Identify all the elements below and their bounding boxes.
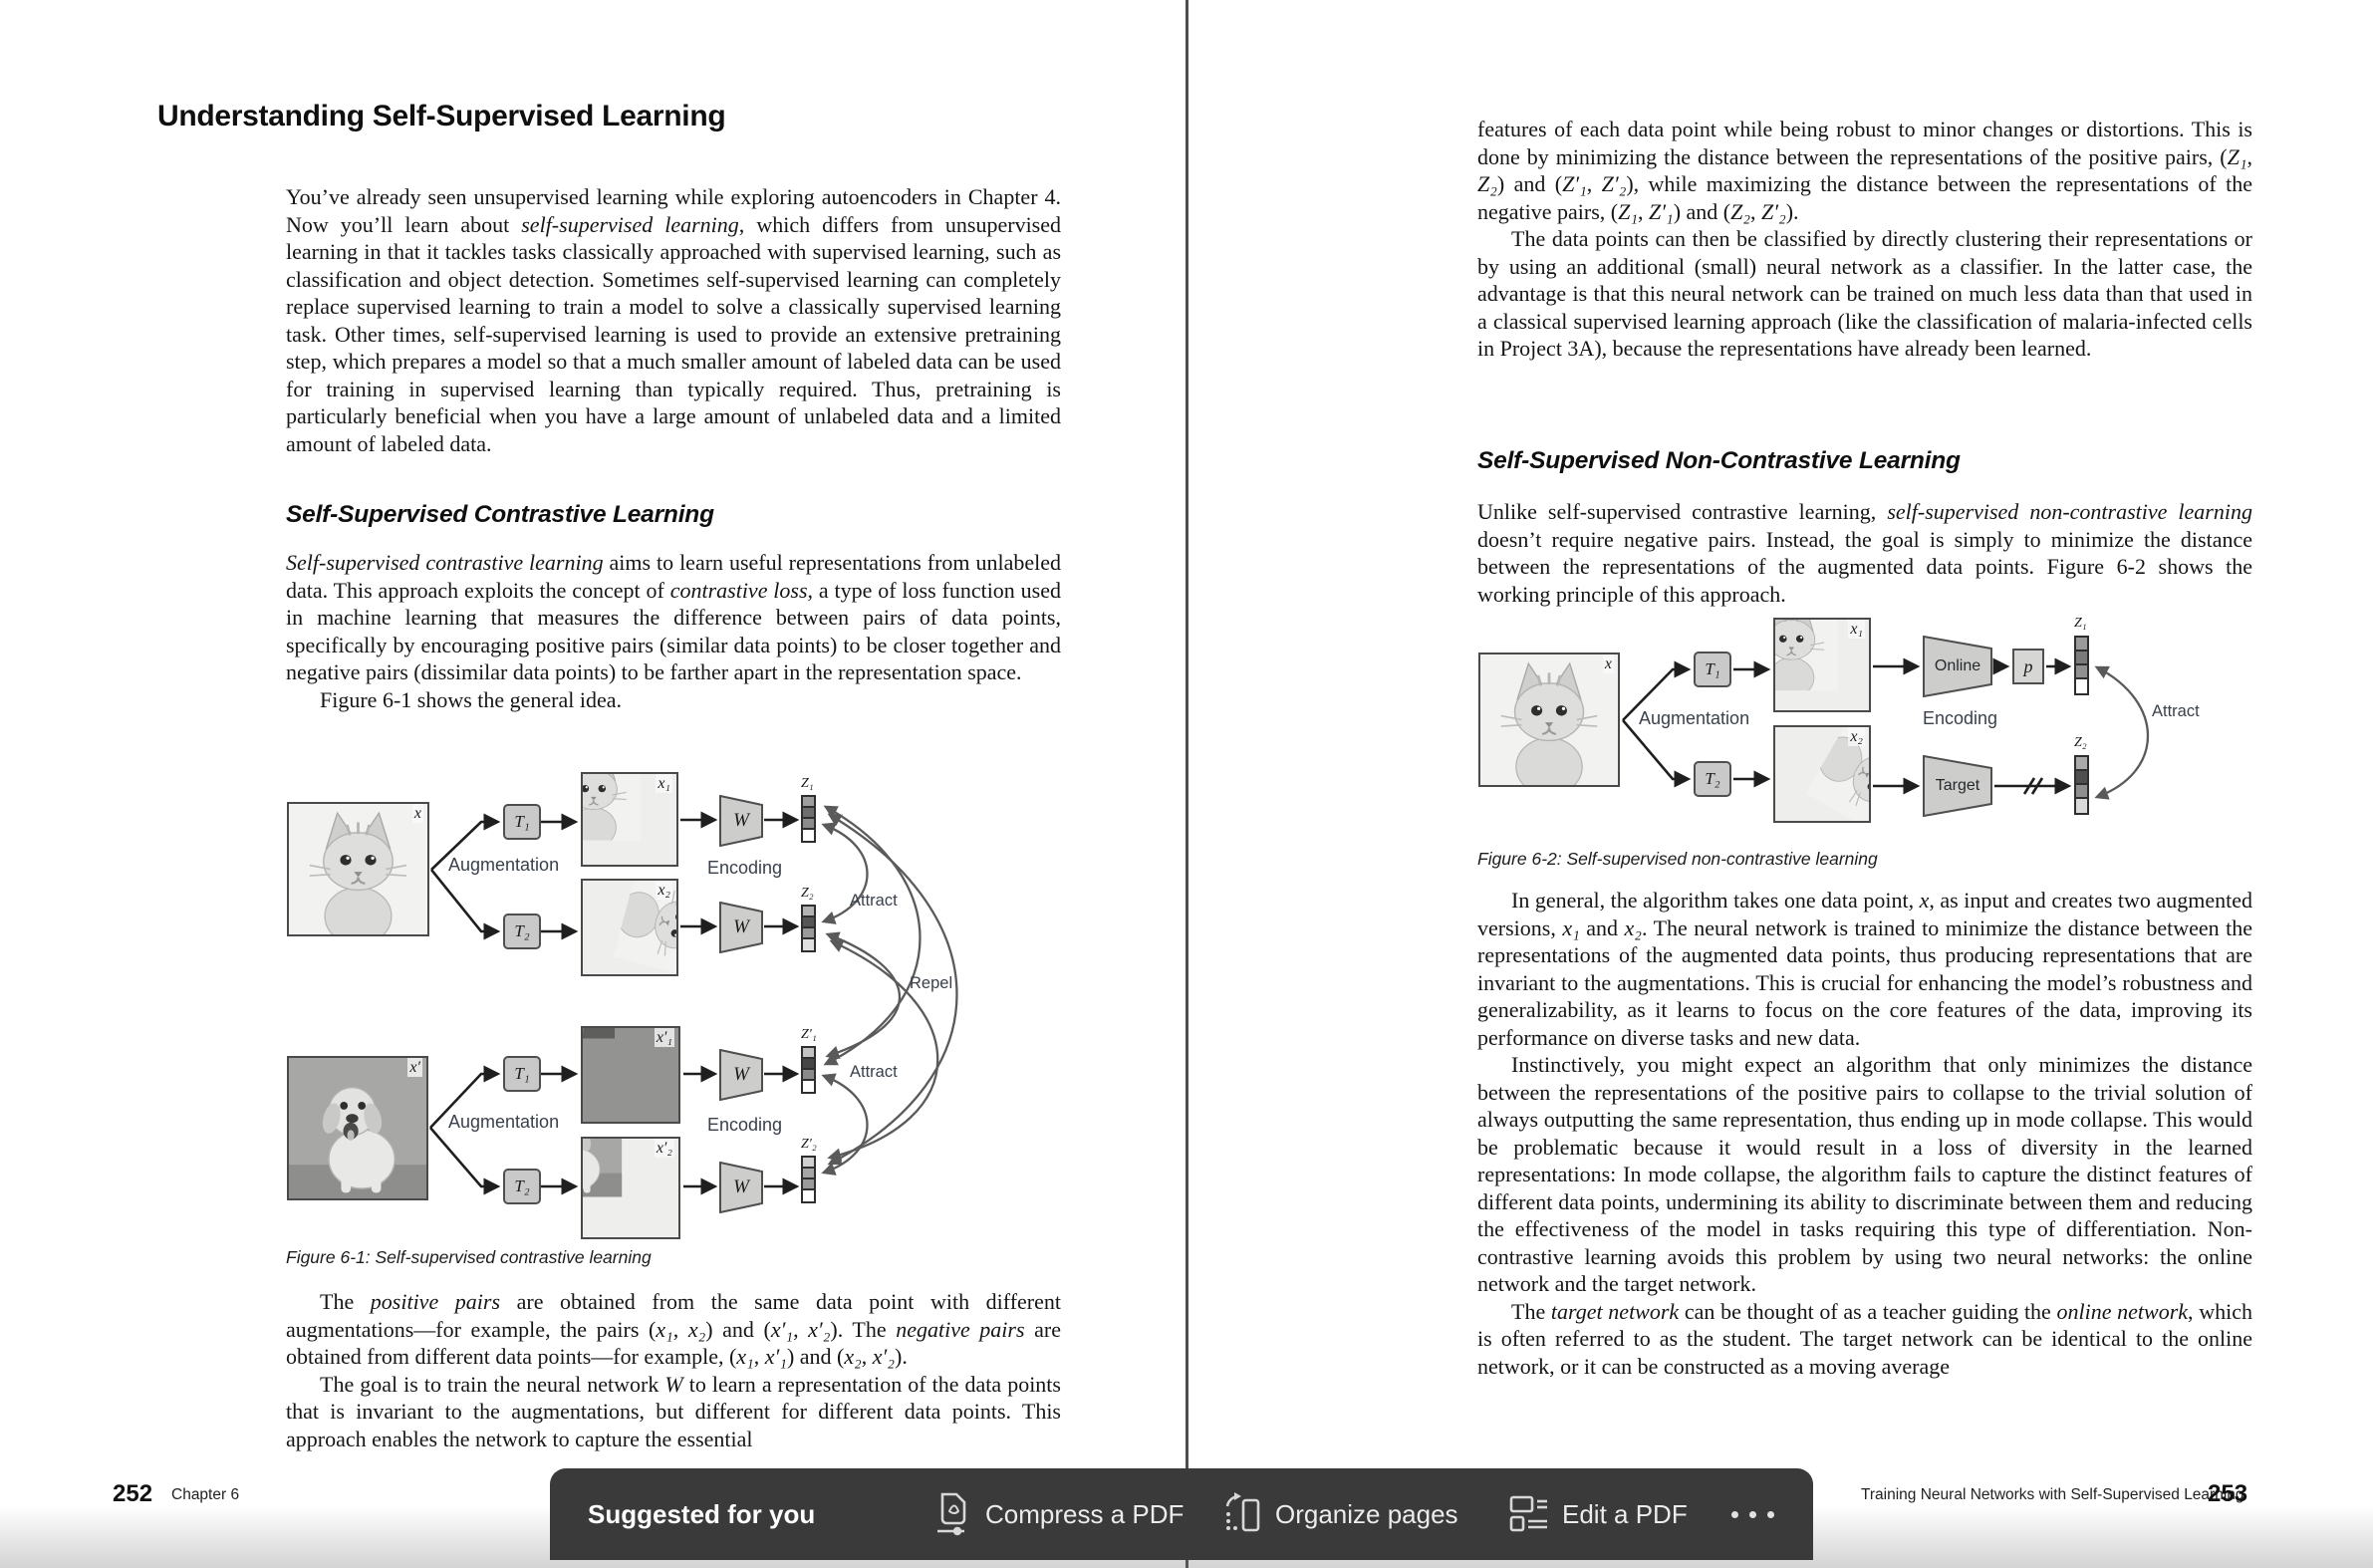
closing-paragraphs: In general, the algorithm takes one data… [1477, 888, 2253, 1379]
compress-pdf-button[interactable]: Compress a PDF [933, 1468, 1184, 1560]
augmented-image-x2: x₂ [581, 879, 678, 976]
encoder-w-trapezoid: W [719, 1049, 763, 1101]
figure-6-2: x T₁ T₂ Augmentation x₁ x₂ Online p Z₁ E… [1477, 613, 2244, 847]
encoding-label: Encoding [707, 858, 783, 878]
z2-label: Z₂ [2074, 735, 2087, 750]
z2-bar [2074, 755, 2089, 815]
math-label-x: x [411, 804, 423, 823]
figure-6-2-arrows [1622, 657, 2149, 800]
figure-6-2-caption: Figure 6-2: Self-supervised non-contrast… [1477, 849, 1878, 869]
augmentation-label: Augmentation [1639, 708, 1750, 728]
chapter-title: Understanding Self-Supervised Learning [157, 100, 726, 132]
z1-bar [801, 795, 816, 843]
math-label-x2: x₂ [656, 881, 672, 900]
math-label-x2: x₂ [1848, 727, 1865, 746]
section-heading-noncontrastive: Self-Supervised Non-Contrastive Learning [1477, 447, 1961, 474]
math-label-x2-prime: x′₂ [654, 1139, 674, 1158]
z2-prime-label: Z′₂ [801, 1137, 817, 1152]
continuation-paragraphs: features of each data point while being … [1477, 117, 2253, 361]
attract-label: Attract [850, 1063, 898, 1081]
z1-bar [2074, 636, 2089, 695]
edit-pdf-icon [1509, 1495, 1547, 1532]
z1-label: Z₁ [801, 776, 814, 791]
source-image-cat: x [287, 802, 429, 936]
suggested-tools-toolbar: Suggested for you Compress a PDF Organiz… [550, 1468, 1813, 1560]
attract-label: Attract [850, 892, 898, 910]
organize-pages-icon [1225, 1492, 1260, 1532]
running-foot-left: Chapter 6 [171, 1486, 240, 1503]
math-label-x: x [1602, 654, 1614, 673]
transform-t2-box: T₂ [503, 914, 541, 949]
more-tools-icon[interactable] [1731, 1468, 1774, 1560]
organize-pages-button[interactable]: Organize pages [1223, 1468, 1458, 1560]
suggested-for-you-label: Suggested for you [588, 1498, 816, 1529]
pairs-paragraphs: The positive pairs are obtained from the… [286, 1289, 1061, 1451]
transform-t1-box: T₁ [1694, 652, 1731, 687]
source-image-cat: x [1478, 653, 1620, 787]
z1-prime-label: Z′₁ [801, 1027, 817, 1042]
encoder-w-trapezoid: W [719, 795, 763, 847]
repel-label: Repel [910, 974, 953, 992]
z2-label: Z₂ [801, 886, 814, 901]
online-network-trapezoid: Online [1923, 636, 1992, 697]
transform-t2-box: T₂ [503, 1169, 541, 1204]
math-label-x-prime: x′ [407, 1058, 422, 1077]
z2-bar [801, 905, 816, 952]
page-gutter-divider [1186, 0, 1188, 1568]
augmentation-label: Augmentation [448, 1112, 560, 1132]
augmentation-label: Augmentation [448, 855, 560, 875]
math-label-x1: x₁ [656, 774, 672, 793]
z1-label: Z₁ [2074, 616, 2087, 631]
augmented-image-x1: x₁ [1773, 618, 1871, 712]
encoder-w-trapezoid: W [719, 902, 763, 953]
z2-prime-bar [801, 1156, 816, 1203]
transform-t1-box: T₁ [503, 1056, 541, 1092]
transform-t1-box: T₁ [503, 804, 541, 840]
contrastive-paragraphs: Self-supervised contrastive learning aim… [286, 550, 1061, 712]
noncontrastive-paragraph: Unlike self-supervised contrastive learn… [1477, 499, 2252, 607]
augmented-image-x2-prime: x′₂ [581, 1137, 680, 1239]
target-network-trapezoid: Target [1923, 755, 1992, 817]
intro-paragraph: You’ve already seen unsupervised learnin… [286, 184, 1062, 456]
figure-6-1-caption: Figure 6-1: Self-supervised contrastive … [286, 1247, 652, 1267]
page-number-left: 252 [113, 1480, 153, 1507]
compress-pdf-icon [937, 1492, 966, 1536]
page-number-right: 253 [2208, 1480, 2248, 1507]
z1-prime-bar [801, 1046, 816, 1094]
transform-t2-box: T₂ [1694, 761, 1731, 797]
figure-6-1-arrows [429, 805, 958, 1195]
predictor-p-box: p [2012, 649, 2044, 684]
encoding-label: Encoding [1923, 708, 1998, 728]
math-label-x1: x₁ [1848, 620, 1865, 639]
augmented-image-x1: x₁ [581, 772, 678, 867]
attract-label: Attract [2152, 702, 2200, 720]
section-heading-contrastive: Self-Supervised Contrastive Learning [286, 501, 714, 528]
running-foot-right: Training Neural Networks with Self-Super… [1861, 1486, 2244, 1503]
math-label-x1-prime: x′₁ [654, 1028, 674, 1047]
augmented-image-x1-prime: x′₁ [581, 1026, 680, 1124]
edit-pdf-button[interactable]: Edit a PDF [1508, 1468, 1688, 1560]
augmented-image-x2: x₂ [1773, 725, 1871, 823]
encoding-label: Encoding [707, 1115, 783, 1135]
figure-6-1: x T₁ T₂ Augmentation x₁ x₂ W W Encoding [286, 767, 1013, 1245]
source-image-dog: x′ [287, 1056, 428, 1200]
encoder-w-trapezoid: W [719, 1162, 763, 1213]
